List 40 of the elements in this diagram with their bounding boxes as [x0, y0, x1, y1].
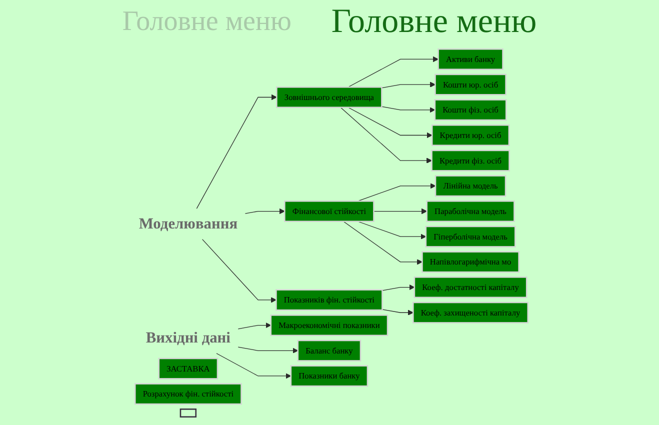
- arrow: [216, 353, 292, 379]
- arrow: [348, 56, 439, 88]
- arrow: [244, 208, 285, 214]
- menu-box: Баланс банку: [297, 340, 362, 362]
- menu-box: Гіперболічна модель: [425, 226, 516, 248]
- menu-box: Розрахунок фін. стійкості: [134, 383, 242, 405]
- arrow: [340, 107, 432, 164]
- heading-text: Вихідні дані: [146, 330, 230, 346]
- arrow: [357, 221, 426, 240]
- title: Головне меню: [331, 3, 537, 41]
- menu-box: Параболічна модель: [426, 200, 515, 222]
- arrow: [382, 284, 415, 291]
- arrow: [381, 106, 436, 113]
- arrow: [348, 107, 432, 138]
- menu-box: Макроекономічні показники: [270, 314, 388, 336]
- menu-box: Напівлогарифмічна мо: [422, 251, 520, 273]
- menu-box: Кредити фіз. осіб: [431, 150, 510, 172]
- arrow: [202, 239, 276, 303]
- menu-box: Фінансової стійкості: [284, 200, 374, 222]
- arrow: [381, 82, 436, 88]
- menu-box: Активи банку: [438, 48, 504, 70]
- menu-box: Лінійна модель: [434, 175, 506, 197]
- menu-box: Зовнішнього середовища: [276, 86, 382, 108]
- arrow: [238, 346, 298, 354]
- empty-box: [180, 408, 197, 418]
- arrow: [357, 183, 436, 202]
- arrow: [343, 221, 422, 265]
- arrow: [196, 94, 277, 209]
- menu-box: ЗАСТАВКА: [158, 358, 218, 380]
- arrow: [373, 208, 428, 214]
- arrow: [238, 322, 272, 330]
- menu-box: Показники банку: [290, 365, 368, 387]
- menu-box: Коеф. захищеності капіталу: [412, 302, 528, 324]
- menu-box: Показників фін. стійкості: [276, 289, 383, 311]
- menu-box: Коеф. достатності капіталу: [414, 276, 528, 298]
- menu-box: Кошти юр. осіб: [434, 74, 506, 96]
- menu-box: Кошти фіз. осіб: [434, 99, 507, 121]
- heading-text: Моделювання: [138, 216, 238, 232]
- menu-box: Кредити юр. осіб: [431, 124, 510, 146]
- arrow: [382, 309, 414, 316]
